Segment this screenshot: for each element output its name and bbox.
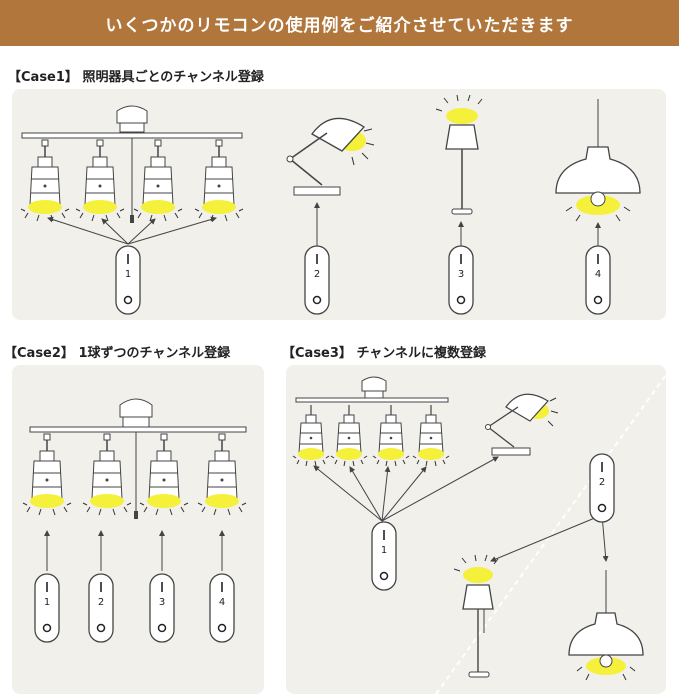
spotlight-icon: [330, 404, 368, 467]
remote-control-4: 4: [585, 245, 611, 315]
header-banner: いくつかのリモコンの使用例をご紹介させていただきます: [0, 0, 679, 46]
case3-panel: 1 2: [286, 365, 666, 694]
case3-label: 【Case3】 チャンネルに複数登録: [282, 346, 487, 361]
remote-control-3: 3: [448, 245, 474, 315]
case1-label: 【Case1】 照明器具ごとのチャンネル登録: [8, 70, 264, 85]
remote-control-2: 2: [88, 573, 114, 643]
case2-panel: 1 2 3 4: [12, 365, 264, 694]
spotlight-icon: [133, 139, 183, 222]
remote-control-1: 1: [115, 245, 141, 315]
remote-channel-label: 2: [599, 477, 605, 488]
spotlight-icon: [82, 433, 132, 516]
remote-channel-label: 2: [314, 269, 320, 280]
floor-lamp-icon: [435, 94, 483, 215]
desk-lamp-icon: [485, 393, 559, 456]
remote-control-1: 1: [371, 521, 397, 591]
remote-channel-label: 4: [595, 269, 601, 280]
spotlight-icon: [22, 433, 72, 516]
pendant-lamp-icon: [555, 99, 641, 222]
spotlight-icon: [20, 139, 70, 222]
spotlight-icon: [292, 404, 330, 467]
case3-illustration: 1 2: [292, 374, 666, 694]
remote-channel-label: 4: [219, 597, 225, 608]
spotlight-icon: [197, 433, 247, 516]
case2-illustration: 1 2 3 4: [22, 398, 247, 643]
remote-channel-label: 3: [458, 269, 464, 280]
remote-channel-label: 2: [98, 597, 104, 608]
desk-lamp-icon: [286, 117, 375, 196]
spotlight-icon: [75, 139, 125, 222]
spotlight-icon: [412, 404, 450, 467]
remote-channel-label: 1: [44, 597, 50, 608]
remote-channel-label: 1: [381, 545, 387, 556]
remote-channel-label: 1: [125, 269, 131, 280]
case2-label: 【Case2】 1球ずつのチャンネル登録: [4, 346, 231, 361]
remote-control-3: 3: [149, 573, 175, 643]
case1-panel: 1 2 3 4: [12, 89, 666, 320]
floor-lamp-icon: [453, 554, 499, 678]
spotlight-icon: [194, 139, 244, 222]
remote-control-4: 4: [209, 573, 235, 643]
remote-control-2: 2: [589, 453, 615, 523]
pendant-lamp-icon: [568, 570, 644, 681]
spotlight-icon: [139, 433, 189, 516]
remote-channel-label: 3: [159, 597, 165, 608]
case1-illustration: 1 2 3 4: [20, 94, 641, 315]
remote-control-2: 2: [304, 245, 330, 315]
remote-control-1: 1: [34, 573, 60, 643]
spotlight-icon: [372, 404, 410, 467]
banner-title: いくつかのリモコンの使用例をご紹介させていただきます: [105, 15, 574, 36]
